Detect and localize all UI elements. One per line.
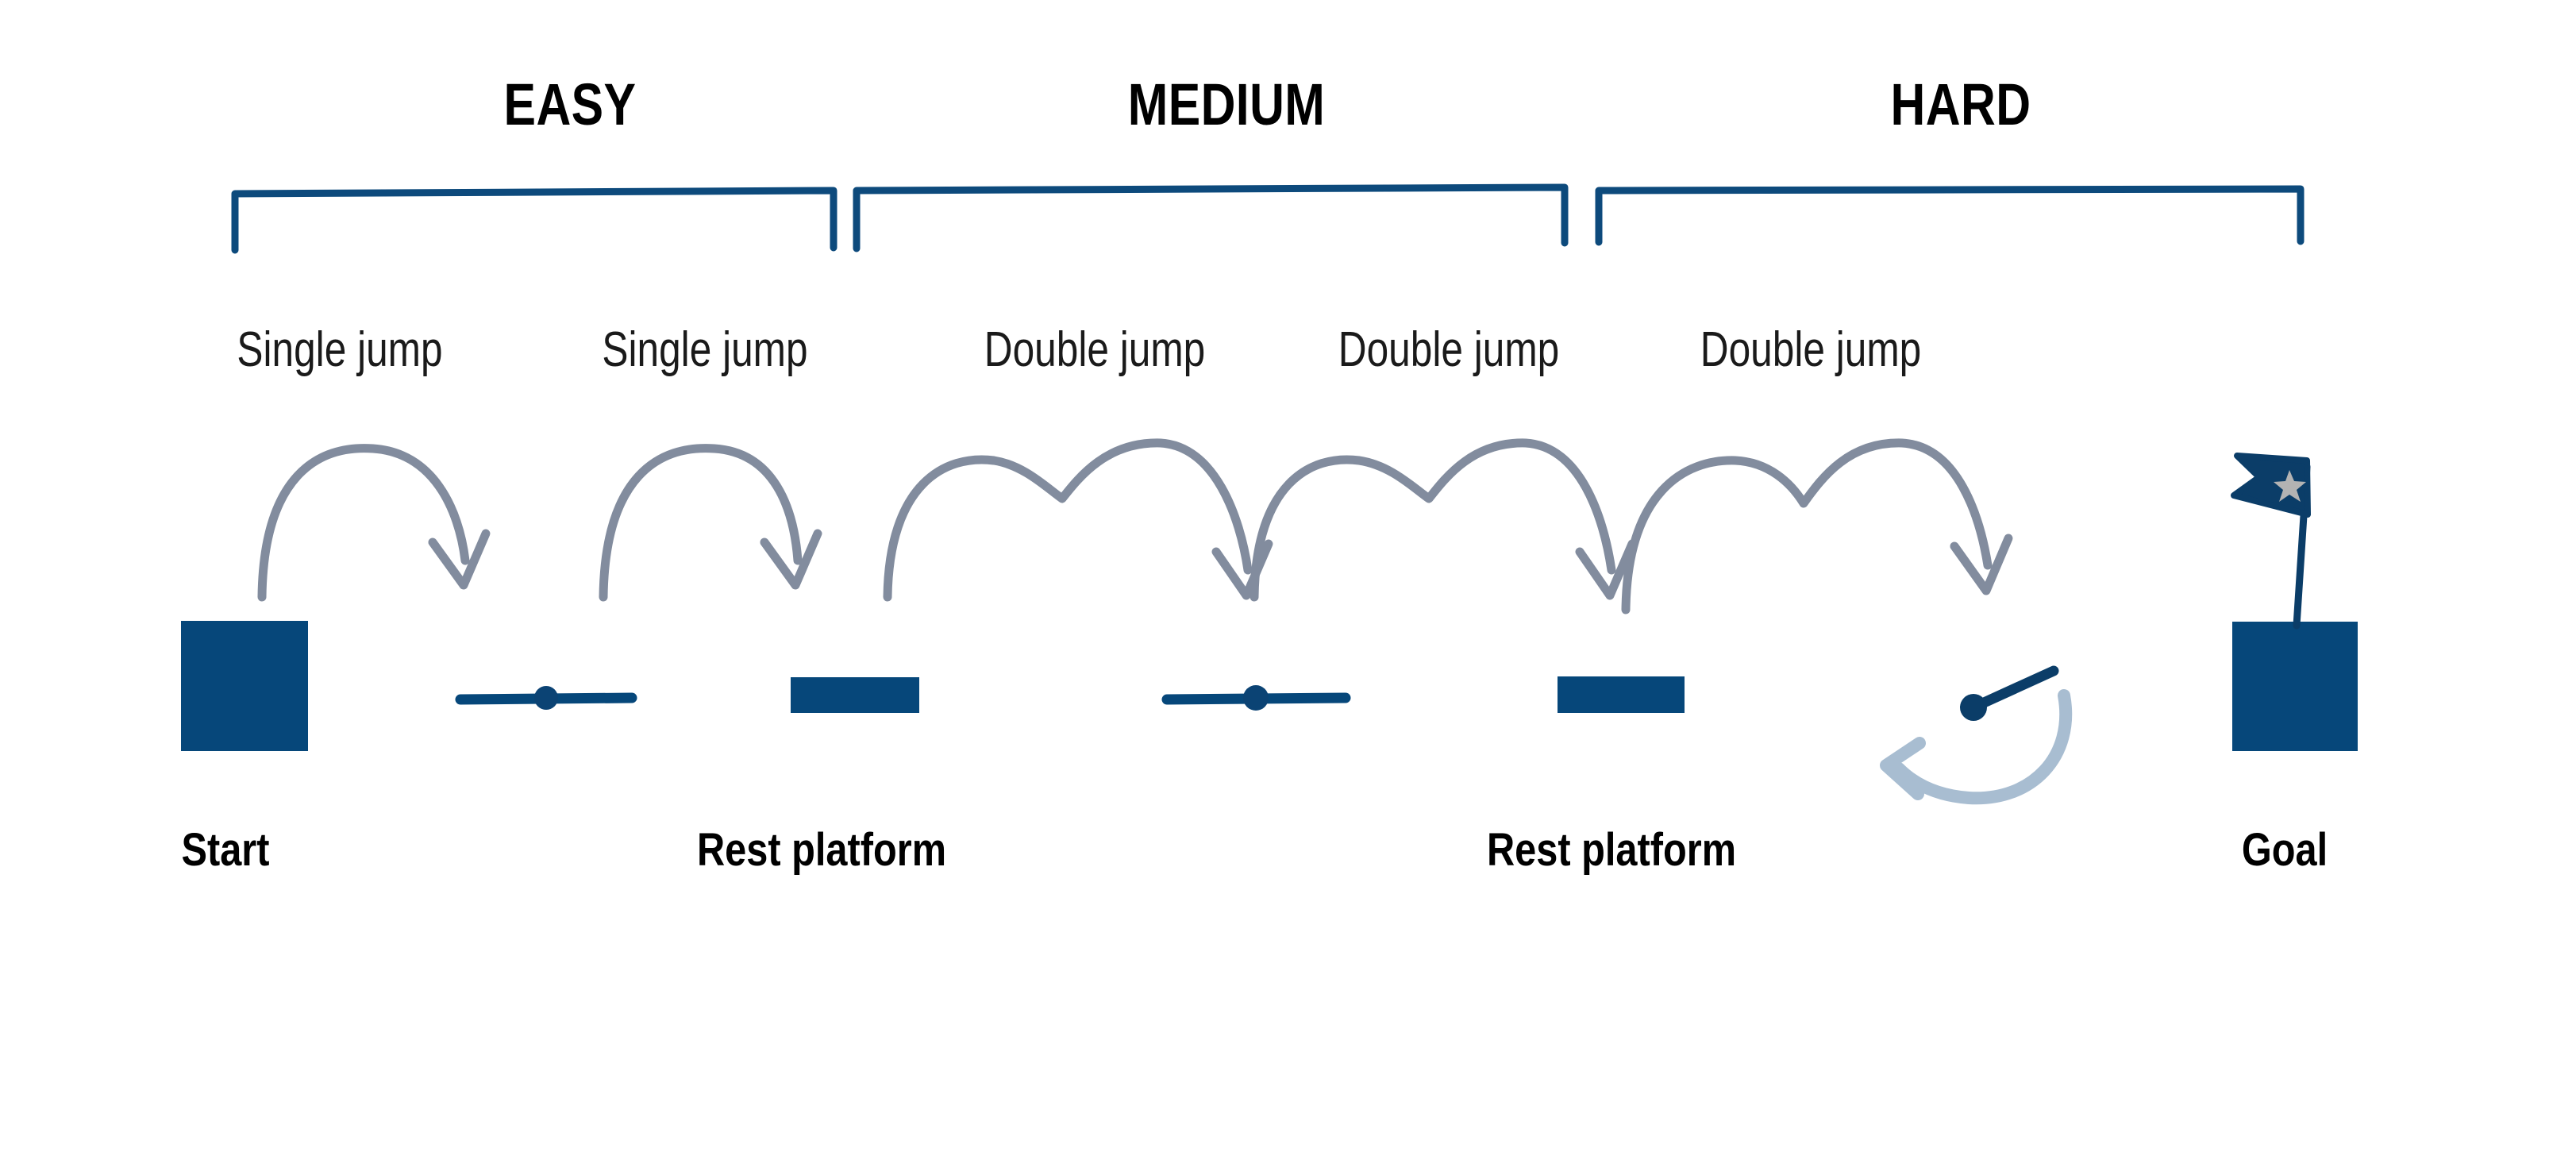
bracket-hard xyxy=(1595,185,2305,246)
difficulty-header-easy: EASY xyxy=(503,71,637,137)
element-label-rest-platform-1: Rest platform xyxy=(696,824,947,876)
rotation-arrow xyxy=(1880,689,2073,805)
jump-arc-1 xyxy=(257,444,491,602)
jump-arc-2 xyxy=(599,444,822,602)
jump-arc-4 xyxy=(1249,438,1637,602)
rotating-lever xyxy=(1960,665,2059,721)
start-block xyxy=(181,621,308,751)
rest-platform-2 xyxy=(1558,676,1685,713)
difficulty-header-hard: HARD xyxy=(1890,71,2031,137)
seesaw-2 xyxy=(1161,685,1351,711)
difficulty-header-medium: MEDIUM xyxy=(1127,71,1326,137)
jump-label-4: Double jump xyxy=(1338,322,1560,377)
element-label-goal: Goal xyxy=(2241,824,2328,876)
bracket-easy xyxy=(231,187,837,254)
jump-label-5: Double jump xyxy=(1700,322,1922,377)
bracket-medium xyxy=(853,183,1569,252)
element-label-rest-platform-2: Rest platform xyxy=(1486,824,1737,876)
jump-arc-5 xyxy=(1621,438,2013,615)
goal-flag-icon xyxy=(2231,453,2311,630)
seesaw-1 xyxy=(455,686,637,710)
jump-label-1: Single jump xyxy=(237,322,443,377)
rest-platform-1 xyxy=(791,677,919,713)
element-label-start: Start xyxy=(181,824,270,876)
goal-block xyxy=(2232,622,2358,751)
jump-label-3: Double jump xyxy=(984,322,1206,377)
jump-label-2: Single jump xyxy=(602,322,808,377)
